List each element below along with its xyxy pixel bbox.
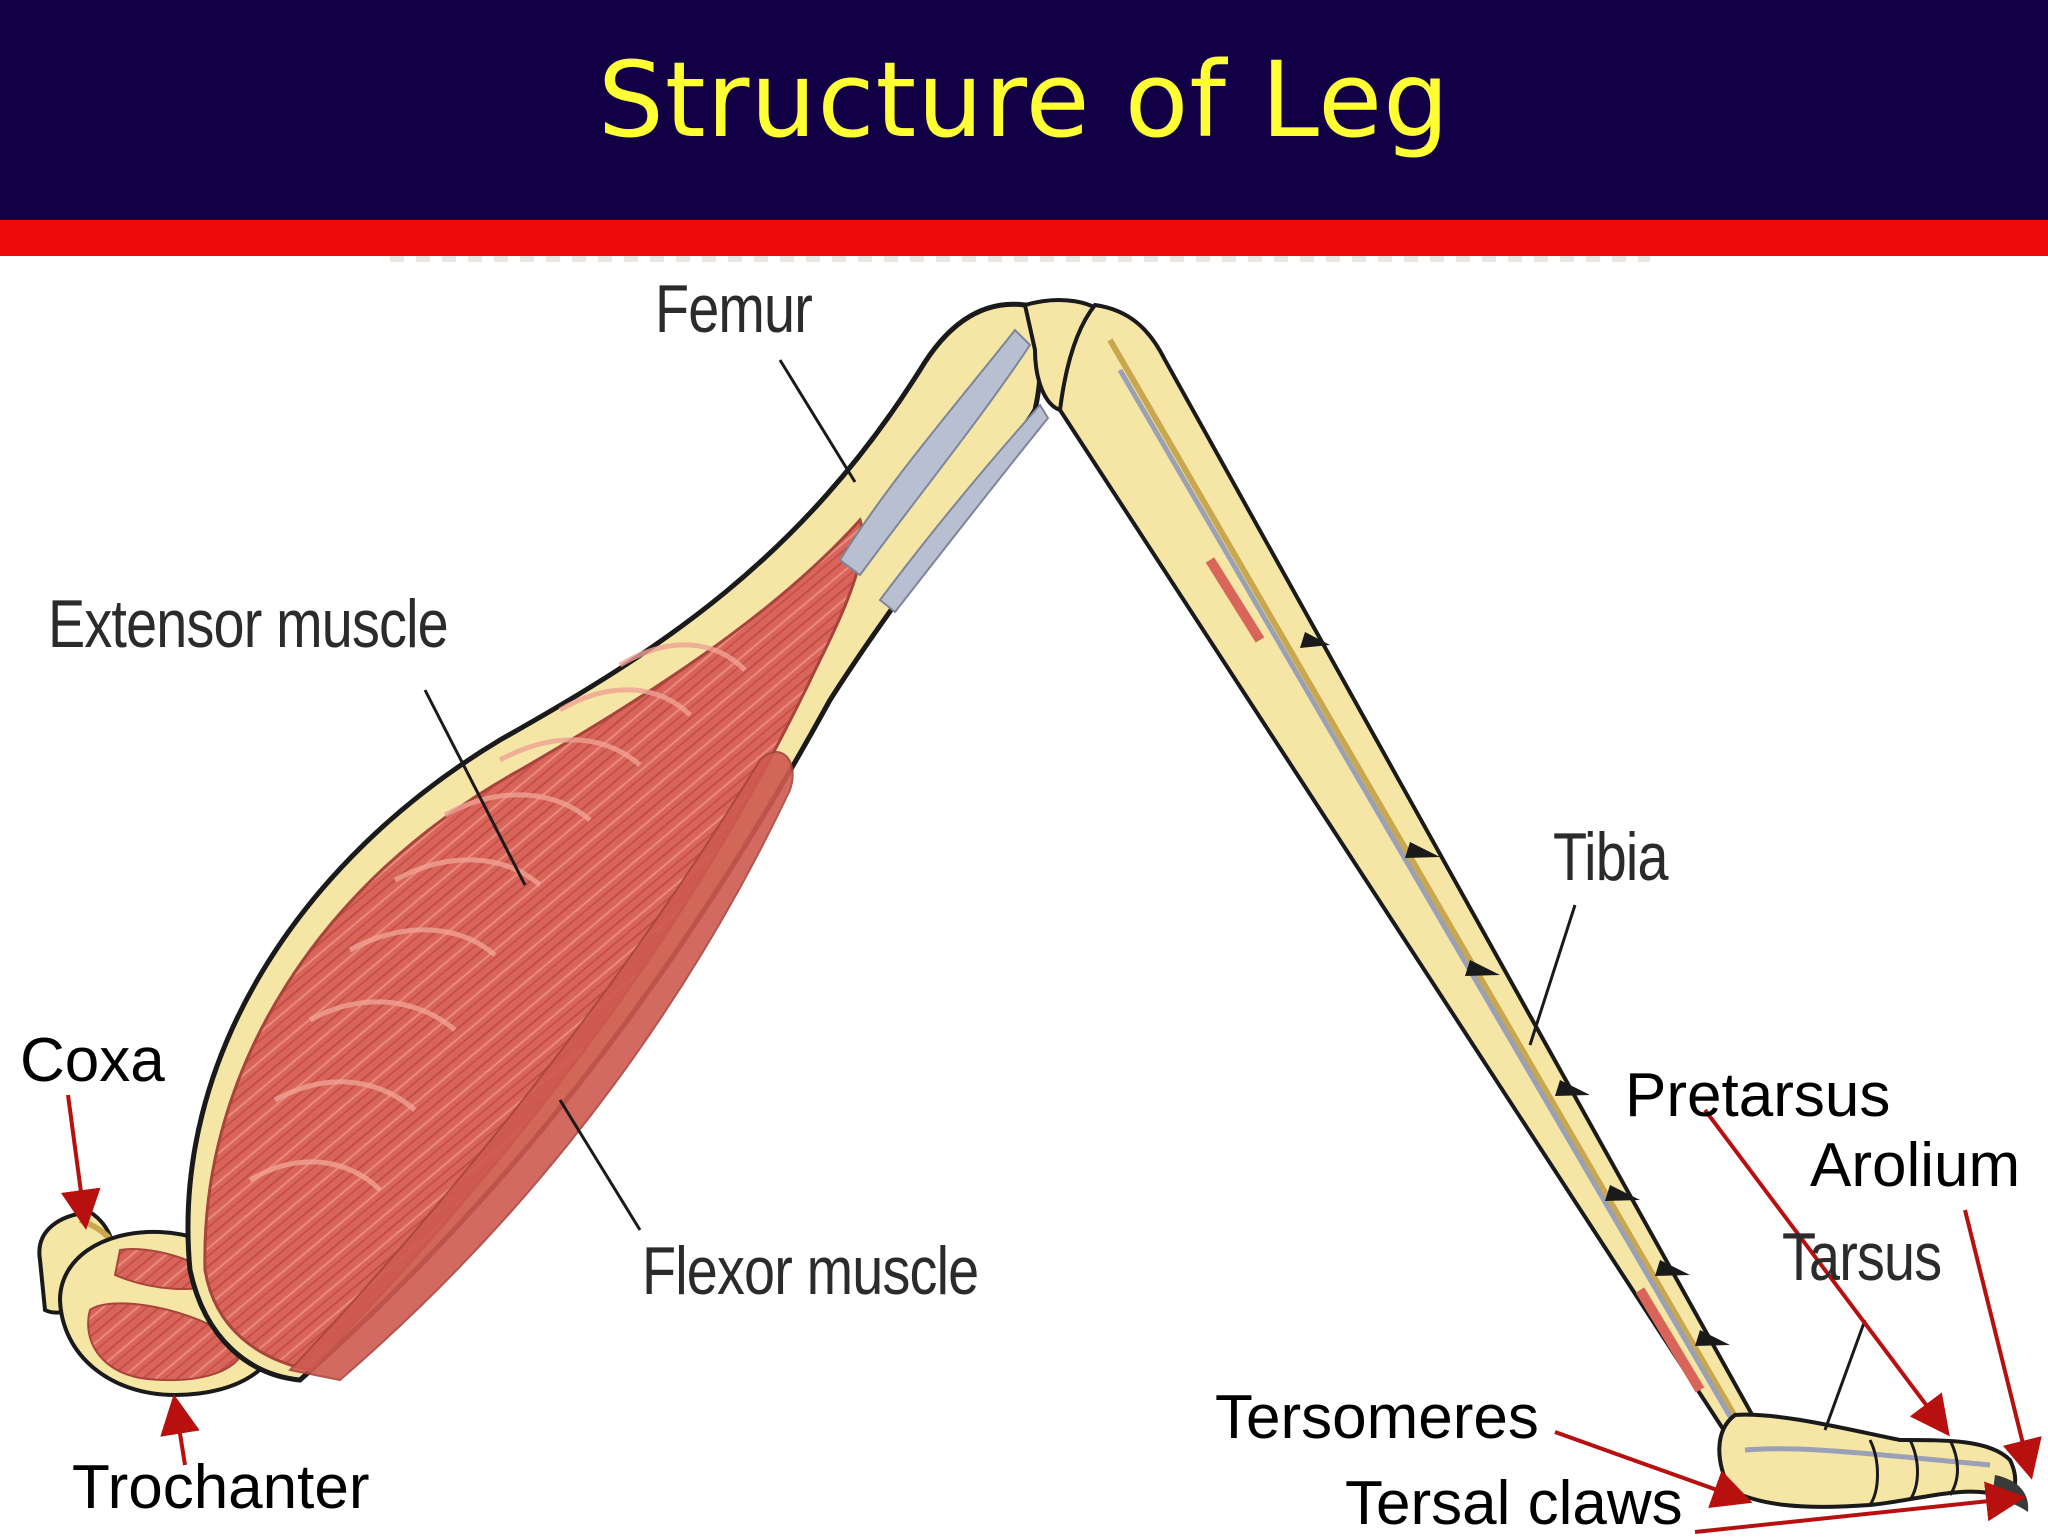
label-flexor-muscle: Flexor muscle [642,1232,978,1310]
label-femur: Femur [655,270,812,348]
label-tarsus: Tarsus [1782,1218,1941,1296]
label-tersal-claws: Tersal claws [1345,1468,1683,1539]
label-trochanter: Trochanter [72,1452,370,1523]
label-pretarsus: Pretarsus [1625,1060,1890,1131]
label-extensor-muscle: Extensor muscle [48,585,448,663]
label-arolium: Arolium [1810,1130,2020,1201]
label-tibia: Tibia [1553,818,1668,896]
label-coxa: Coxa [20,1025,165,1096]
label-tersomeres: Tersomeres [1215,1382,1539,1453]
tarsus-segment [1719,1415,2028,1512]
